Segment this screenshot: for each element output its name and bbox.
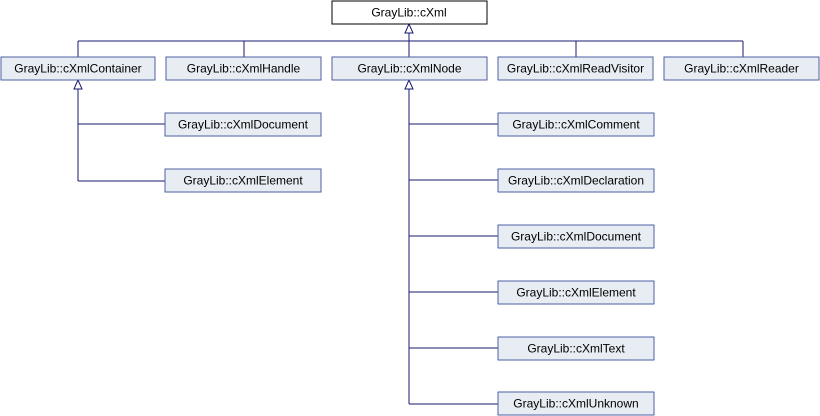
- class-node-comment[interactable]: GrayLib::cXmlComment: [497, 112, 655, 137]
- class-node-container[interactable]: GrayLib::cXmlContainer: [0, 56, 156, 81]
- class-node-container-document[interactable]: GrayLib::cXmlDocument: [164, 112, 322, 137]
- class-node-container-element[interactable]: GrayLib::cXmlElement: [164, 168, 322, 193]
- node-box: [497, 280, 655, 305]
- node-label: GrayLib::cXmlDeclaration: [508, 174, 644, 188]
- node-box: [497, 336, 655, 361]
- edge-node-children: [408, 89, 498, 405]
- class-node-declaration[interactable]: GrayLib::cXmlDeclaration: [497, 168, 655, 193]
- node-box: [497, 56, 654, 81]
- arrow-node: [404, 78, 414, 90]
- node-box: [497, 112, 655, 137]
- edge-container-children: [77, 89, 165, 182]
- node-label: GrayLib::cXmlContainer: [14, 62, 141, 76]
- node-box: [0, 56, 156, 81]
- node-box: [164, 112, 322, 137]
- node-label: GrayLib::cXmlElement: [516, 286, 636, 300]
- class-node-node-document[interactable]: GrayLib::cXmlDocument: [497, 224, 655, 249]
- edges: [73, 22, 744, 405]
- node-label: GrayLib::cXmlDocument: [511, 230, 642, 244]
- node-label: GrayLib::cXmlReader: [684, 62, 799, 76]
- class-node-root[interactable]: GrayLib::cXml: [331, 0, 488, 25]
- edge-root-bus: [77, 33, 744, 57]
- node-box: [164, 168, 322, 193]
- node-label: GrayLib::cXmlHandle: [187, 62, 301, 76]
- node-label: GrayLib::cXmlNode: [357, 62, 461, 76]
- node-label: GrayLib::cXmlReadVisitor: [507, 62, 644, 76]
- node-label: GrayLib::cXmlText: [527, 342, 625, 356]
- node-label: GrayLib::cXmlComment: [512, 118, 640, 132]
- node-label: GrayLib::cXmlDocument: [178, 118, 309, 132]
- node-box: [663, 56, 820, 81]
- class-node-node-element[interactable]: GrayLib::cXmlElement: [497, 280, 655, 305]
- class-node-unknown[interactable]: GrayLib::cXmlUnknown: [497, 391, 655, 416]
- node-box: [497, 391, 655, 416]
- class-node-handle[interactable]: GrayLib::cXmlHandle: [165, 56, 322, 81]
- node-label: GrayLib::cXml: [371, 6, 446, 20]
- node-box: [331, 0, 488, 25]
- node-box: [331, 56, 488, 81]
- class-node-text[interactable]: GrayLib::cXmlText: [497, 336, 655, 361]
- class-node-node[interactable]: GrayLib::cXmlNode: [331, 56, 488, 81]
- arrow-root: [404, 22, 414, 34]
- class-node-reader[interactable]: GrayLib::cXmlReader: [663, 56, 820, 81]
- node-label: GrayLib::cXmlElement: [183, 174, 303, 188]
- node-box: [497, 224, 655, 249]
- class-node-readvisitor[interactable]: GrayLib::cXmlReadVisitor: [497, 56, 654, 81]
- arrow-container: [73, 78, 83, 90]
- node-box: [497, 168, 655, 193]
- node-label: GrayLib::cXmlUnknown: [513, 397, 638, 411]
- node-box: [165, 56, 322, 81]
